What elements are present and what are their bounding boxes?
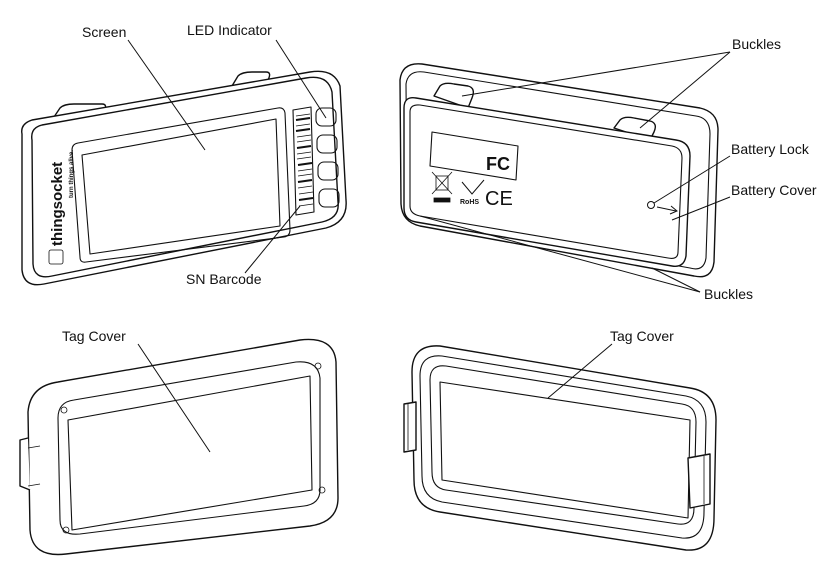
- label-led-indicator: LED Indicator: [187, 22, 272, 38]
- leader-lines: [127, 39, 731, 453]
- label-buckles-top: Buckles: [732, 36, 781, 52]
- brand-name: thingsocket: [49, 162, 66, 246]
- led-indicator: [315, 107, 340, 208]
- label-sn-barcode: SN Barcode: [186, 271, 262, 287]
- label-buckles-bottom: Buckles: [704, 286, 753, 302]
- label-area: [429, 131, 519, 181]
- battery-cover: [403, 97, 691, 267]
- buckle-top-left: [433, 82, 475, 109]
- barcode-lines: [295, 113, 314, 207]
- label-screen: Screen: [82, 24, 126, 40]
- rohs-mark: RoHS: [460, 199, 479, 206]
- tag-cover-back: [403, 345, 717, 551]
- label-battery-cover: Battery Cover: [731, 182, 817, 198]
- fcc-mark: FC: [486, 154, 510, 174]
- brand-tagline: turn things alive.: [69, 150, 75, 198]
- rohs-icon: RoHS: [460, 179, 485, 206]
- weee-icon: [431, 171, 453, 203]
- ce-mark: CE: [485, 188, 513, 210]
- label-tag-cover-right: Tag Cover: [610, 328, 674, 344]
- device-back-view: FC RoHS CE: [399, 63, 719, 278]
- screen-area: [81, 118, 281, 255]
- sn-barcode: [292, 106, 315, 216]
- device-front-view: thingsocket turn things alive.: [21, 70, 347, 286]
- brand-logo: thingsocket turn things alive.: [48, 150, 75, 265]
- label-battery-lock: Battery Lock: [731, 141, 810, 157]
- label-tag-cover-left: Tag Cover: [62, 328, 126, 344]
- tag-cover-front: [19, 338, 339, 556]
- battery-lock: [647, 201, 678, 215]
